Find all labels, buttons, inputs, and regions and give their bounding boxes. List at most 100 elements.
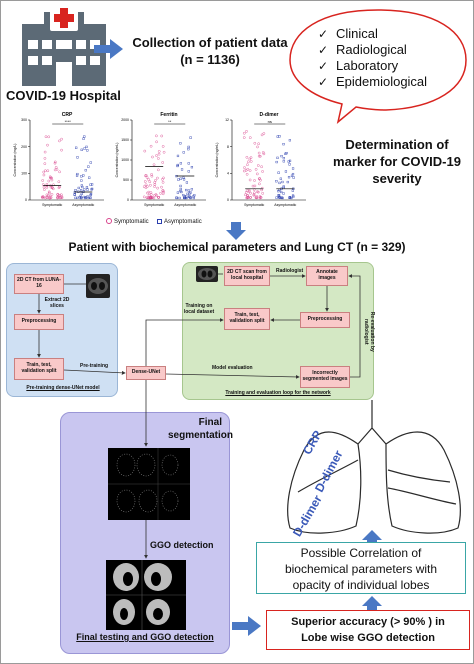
chart-point-asymptomatic xyxy=(177,178,180,181)
speech-bubble xyxy=(289,9,467,124)
chart-point-asymptomatic xyxy=(187,145,190,149)
chart-point-asymptomatic xyxy=(190,166,194,169)
chart-point-symptomatic xyxy=(247,190,251,193)
chart-point-symptomatic xyxy=(45,184,49,188)
chart-point-symptomatic xyxy=(147,193,151,197)
chart-point-symptomatic xyxy=(50,193,54,196)
chart-point-asymptomatic xyxy=(178,196,181,200)
chart-point-symptomatic xyxy=(245,196,248,200)
chart-point-asymptomatic xyxy=(179,142,182,145)
chart-point-asymptomatic xyxy=(176,163,179,167)
collection-title: Collection of patient data (n = 1136) xyxy=(132,35,288,67)
extract-label: Extract 2D slices xyxy=(44,297,70,309)
chart-point-symptomatic xyxy=(161,181,165,184)
chart-point-symptomatic xyxy=(58,194,62,197)
chart-point-symptomatic xyxy=(41,179,44,182)
chart-point-asymptomatic xyxy=(86,196,89,200)
chart-point-asymptomatic xyxy=(284,152,287,155)
chart-point-symptomatic xyxy=(155,134,158,138)
chart-point-symptomatic xyxy=(253,179,256,182)
chart-point-symptomatic xyxy=(161,161,164,164)
chart-y-tick-label: 200 xyxy=(21,145,27,149)
chart-point-symptomatic xyxy=(245,156,249,159)
final-segmentation-label: Final segmentation xyxy=(168,417,234,441)
chart-sig-label: **** xyxy=(65,119,72,124)
chart-point-asymptomatic xyxy=(76,172,79,176)
bubble-item: ✓Epidemiological xyxy=(318,74,428,89)
chart-point-asymptomatic xyxy=(179,184,182,188)
chart-point-asymptomatic xyxy=(288,139,291,142)
chart-point-symptomatic xyxy=(156,176,159,180)
chart-point-symptomatic xyxy=(248,136,252,139)
chart-point-symptomatic xyxy=(253,141,257,145)
ggo-detection-label: GGO detection xyxy=(150,540,214,550)
chart-point-asymptomatic xyxy=(83,147,86,150)
legend-symptomatic: Symptomatic xyxy=(106,218,149,225)
chart-point-symptomatic xyxy=(49,185,53,189)
chart-point-asymptomatic xyxy=(182,176,185,179)
chart-point-symptomatic xyxy=(149,196,153,199)
chart-point-symptomatic xyxy=(249,160,253,163)
chart-title: D-dimer xyxy=(260,112,279,118)
chart-point-symptomatic xyxy=(53,161,57,165)
chart-point-symptomatic xyxy=(150,173,153,176)
chart-point-symptomatic xyxy=(242,136,246,139)
chart-point-symptomatic xyxy=(262,132,266,135)
chart-point-symptomatic xyxy=(256,190,259,194)
chart-point-asymptomatic xyxy=(84,169,87,172)
arrow-up-icon xyxy=(362,530,382,544)
chart-point-symptomatic xyxy=(255,196,259,199)
chart-x-tick-label: Symptomatic xyxy=(144,203,164,207)
final-caption: Final testing and GGO detection xyxy=(76,632,214,642)
dense-unet-box: Dense-UNet xyxy=(126,366,166,380)
chart-point-asymptomatic xyxy=(282,192,285,195)
chart-y-tick-label: 1000 xyxy=(121,158,129,162)
pretrain-preprocessing-box: Preprocessing xyxy=(14,314,64,330)
chart-point-symptomatic xyxy=(60,196,64,200)
chart-point-symptomatic xyxy=(42,170,46,174)
ct-scan-thumbnail xyxy=(196,266,218,282)
correlation-box: Possible Correlation of biochemical para… xyxy=(256,542,466,594)
chart-point-symptomatic xyxy=(157,152,161,156)
chart-point-asymptomatic xyxy=(275,160,278,164)
training-caption: Training and evaluation loop for the net… xyxy=(225,390,331,396)
chart-point-symptomatic xyxy=(146,191,149,195)
segmentation-ct-grid xyxy=(108,448,190,520)
chart-point-symptomatic xyxy=(149,144,153,148)
arrow-up-icon xyxy=(362,596,382,610)
bubble-item: ✓Laboratory xyxy=(318,58,399,73)
chart-point-symptomatic xyxy=(47,190,51,194)
chart-point-symptomatic xyxy=(146,185,149,188)
chart-point-asymptomatic xyxy=(77,186,80,190)
chart-point-asymptomatic xyxy=(186,192,189,195)
chart-point-symptomatic xyxy=(144,183,148,187)
chart-point-asymptomatic xyxy=(187,162,190,165)
chart-point-symptomatic xyxy=(47,179,51,183)
chart-point-asymptomatic xyxy=(189,136,192,139)
chart-point-symptomatic xyxy=(246,168,250,171)
chart-point-asymptomatic xyxy=(80,192,83,195)
superior-box: Superior accuracy (> 90% ) in Lobe wise … xyxy=(266,610,470,650)
chart-x-tick-label: Asymptomatic xyxy=(174,203,196,207)
chart-point-symptomatic xyxy=(43,157,47,160)
chart-point-symptomatic xyxy=(42,185,46,189)
radiologist-label: Radiologist xyxy=(276,268,304,274)
bubble-list: ✓Clinical ✓Radiological ✓Laboratory ✓Epi… xyxy=(318,26,427,90)
chart-point-asymptomatic xyxy=(187,170,190,173)
chart-point-symptomatic xyxy=(145,176,149,179)
chart-point-symptomatic xyxy=(248,157,252,161)
chart-point-symptomatic xyxy=(255,172,259,176)
chart-point-asymptomatic xyxy=(189,191,192,194)
bubble-item: ✓Radiological xyxy=(318,42,407,57)
chart-point-symptomatic xyxy=(243,166,246,169)
chart-point-symptomatic xyxy=(43,150,47,154)
chart-point-symptomatic xyxy=(153,194,156,197)
lungs-label-anchor xyxy=(412,412,424,424)
chart-point-symptomatic xyxy=(248,178,252,182)
chart-point-symptomatic xyxy=(152,196,156,200)
ct-scan-box: 2D CT scan from local hospital xyxy=(224,266,270,286)
chart-point-symptomatic xyxy=(144,186,148,189)
pretrain-split-box: Train, test, validation split xyxy=(14,358,64,380)
chart-point-symptomatic xyxy=(149,183,152,187)
